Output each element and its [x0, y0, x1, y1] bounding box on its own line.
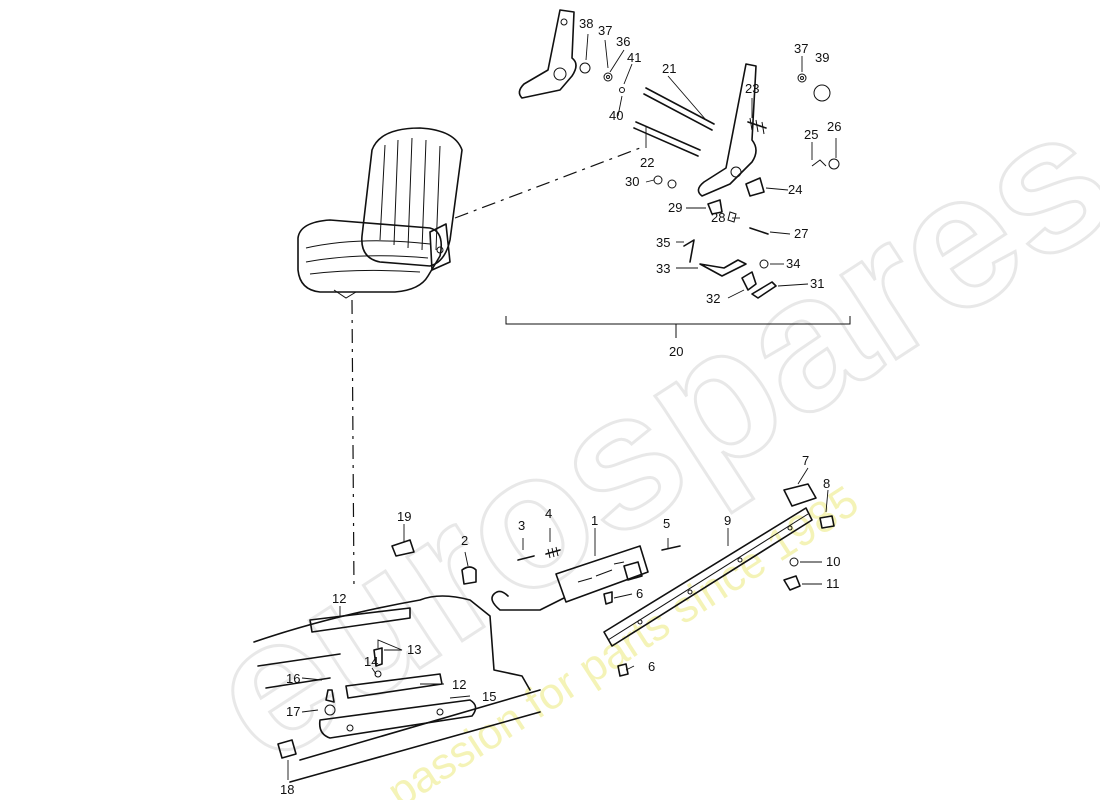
callout-22: 22	[640, 155, 654, 170]
callout-30: 30	[625, 174, 639, 189]
leader-lines	[287, 33, 837, 780]
callout-37: 37	[598, 23, 612, 38]
callout-16: 16	[286, 671, 300, 686]
callout-15: 15	[482, 689, 496, 704]
callout-39: 39	[815, 50, 829, 65]
callout-35: 35	[656, 235, 670, 250]
seat-illustration	[297, 127, 463, 299]
callout-41: 41	[627, 50, 641, 65]
callout-5: 5	[663, 516, 670, 531]
callout-labels: 1 2 3 4 5 6 6 7 8 9 10 11 12 12 13 14 15…	[280, 16, 841, 797]
callout-25: 25	[804, 127, 818, 142]
callout-40: 40	[609, 108, 623, 123]
callout-3: 3	[518, 518, 525, 533]
callout-34: 34	[786, 256, 800, 271]
callout-6: 6	[636, 586, 643, 601]
callout-36: 36	[616, 34, 630, 49]
callout-17: 17	[286, 704, 300, 719]
callout-21: 21	[662, 61, 676, 76]
callout-37-right: 37	[794, 41, 808, 56]
callout-33: 33	[656, 261, 670, 276]
callout-20: 20	[669, 344, 683, 359]
callout-13: 13	[407, 642, 421, 657]
callout-27: 27	[794, 226, 808, 241]
callout-7: 7	[802, 453, 809, 468]
callout-11: 11	[826, 576, 840, 591]
connection-line-upper	[454, 147, 641, 219]
callout-23: 23	[745, 81, 759, 96]
callout-24: 24	[788, 182, 802, 197]
callout-1: 1	[591, 513, 598, 528]
callout-12-lower: 12	[452, 677, 466, 692]
callout-8: 8	[823, 476, 830, 491]
callout-9: 9	[724, 513, 731, 528]
hinge-parts	[518, 9, 840, 299]
callout-26: 26	[827, 119, 841, 134]
connection-line-lower	[351, 299, 355, 591]
callout-6-lower: 6	[648, 659, 655, 674]
rail-parts	[253, 483, 835, 783]
callout-32: 32	[706, 291, 720, 306]
callout-29: 29	[668, 200, 682, 215]
callout-4: 4	[545, 506, 552, 521]
callout-14: 14	[364, 654, 378, 669]
callout-38: 38	[579, 16, 593, 31]
group-20-bracket	[505, 316, 851, 338]
callout-28: 28	[711, 210, 725, 225]
callout-10: 10	[826, 554, 840, 569]
callout-18: 18	[280, 782, 294, 797]
callout-31: 31	[810, 276, 824, 291]
callout-12: 12	[332, 591, 346, 606]
callout-19: 19	[397, 509, 411, 524]
callout-2: 2	[461, 533, 468, 548]
